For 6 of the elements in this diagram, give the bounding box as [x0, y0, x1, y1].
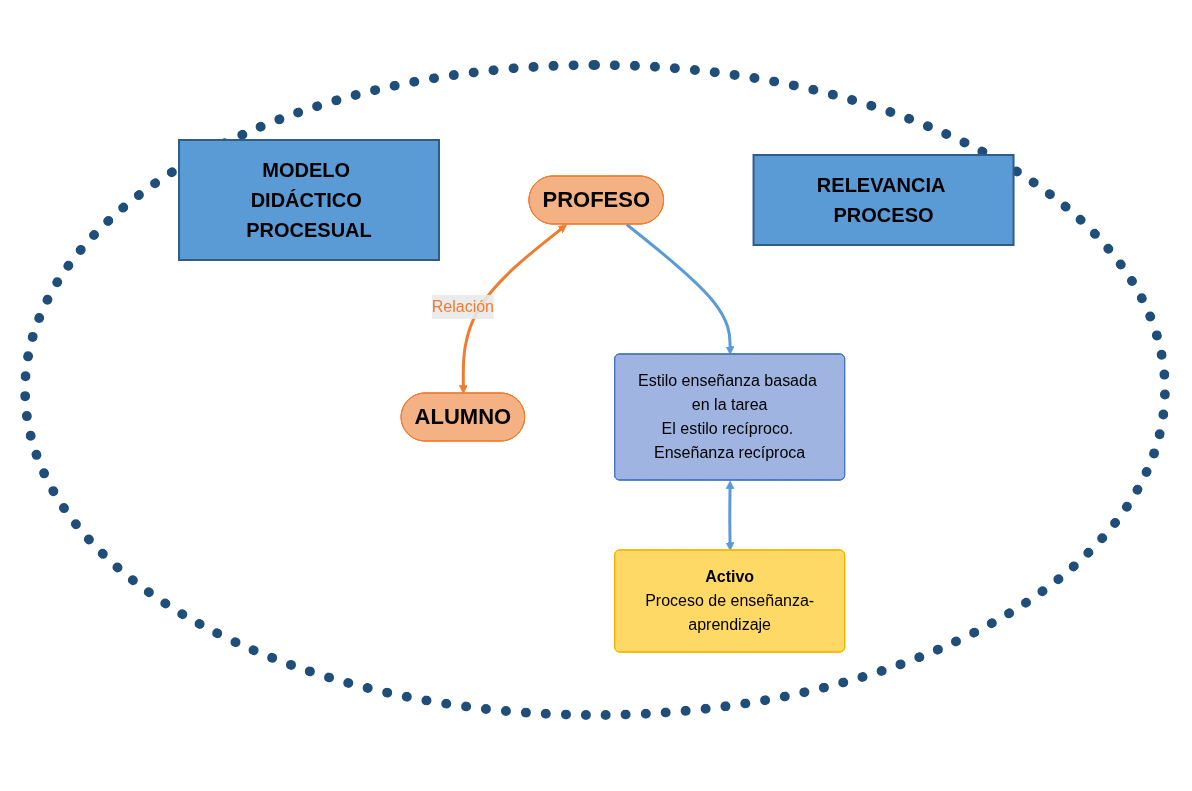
- node-box: RELEVANCIA PROCESO: [752, 153, 1015, 246]
- node-box: MODELO DIDÁCTICO PROCESUAL: [177, 138, 440, 261]
- arrow: [625, 222, 735, 355]
- arrow: [725, 480, 735, 551]
- arrow: [458, 223, 567, 394]
- edge-label: Relación: [431, 297, 494, 315]
